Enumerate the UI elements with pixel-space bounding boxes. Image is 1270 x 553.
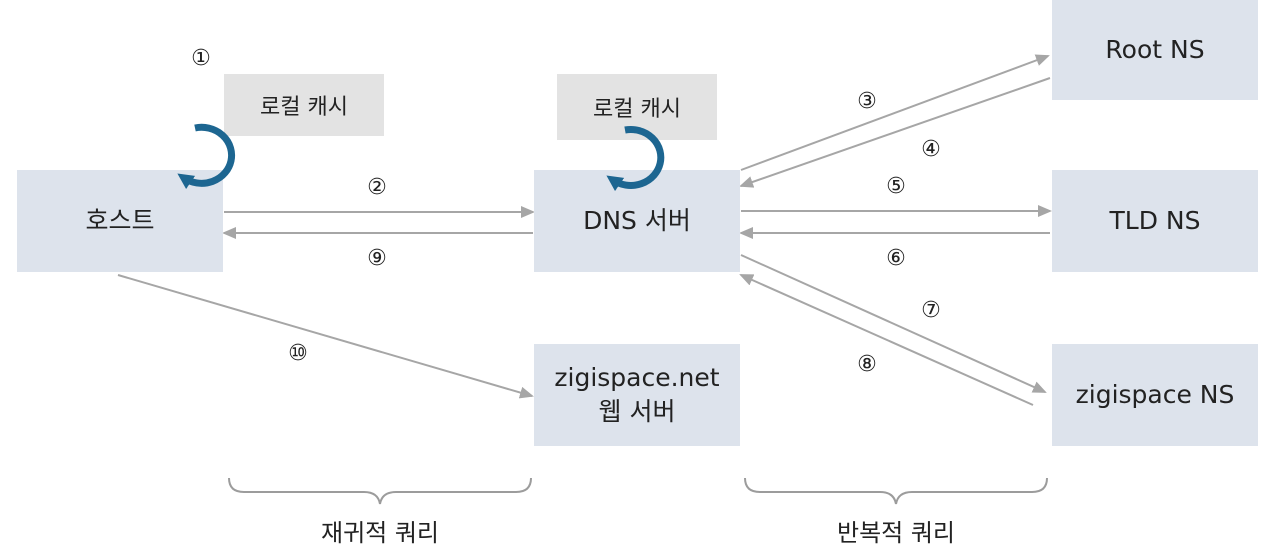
arrow-host-to-web-server	[117, 274, 534, 399]
arrow-dns-to-zigispace-ns	[740, 254, 1047, 393]
root-ns-box: Root NS	[1052, 0, 1258, 100]
tld-ns-label: TLD NS	[1109, 206, 1201, 236]
arrow-zigispace-ns-to-dns	[739, 274, 1034, 406]
step-5-label: ⑤	[886, 173, 906, 199]
arrow-dns-to-root	[740, 54, 1050, 171]
web-server-domain: zigispace.net	[554, 363, 720, 393]
step-4-label: ④	[921, 136, 941, 162]
step-7-label: ⑦	[921, 297, 941, 323]
dns-server-label: DNS 서버	[583, 206, 691, 236]
host-local-cache: 로컬 캐시	[224, 74, 384, 136]
step-6-label: ⑥	[886, 245, 906, 271]
brace-recursive	[228, 477, 532, 505]
zigispace-ns-label: zigispace NS	[1075, 380, 1235, 410]
step-1-label: ①	[191, 45, 211, 71]
host-cache-cycle-icon	[177, 123, 236, 190]
step-2-label: ②	[367, 174, 387, 200]
arrow-root-to-dns	[739, 77, 1051, 188]
zigispace-ns-box: zigispace NS	[1052, 344, 1258, 446]
step-10-label: ⑩	[288, 340, 308, 366]
tld-ns-box: TLD NS	[1052, 170, 1258, 272]
dns-cache-cycle-icon	[606, 126, 665, 192]
step-8-label: ⑧	[857, 351, 877, 377]
step-3-label: ③	[857, 88, 877, 114]
host-label: 호스트	[85, 206, 155, 236]
web-server-label: 웹 서버	[598, 397, 676, 426]
iterative-query-caption: 반복적 쿼리	[836, 519, 956, 547]
step-9-label: ⑨	[367, 245, 387, 271]
web-server-box: zigispace.net 웹 서버	[534, 344, 740, 446]
host-local-cache-label: 로컬 캐시	[260, 95, 348, 120]
recursive-query-caption: 재귀적 쿼리	[320, 519, 440, 547]
dns-local-cache-label: 로컬 캐시	[593, 97, 681, 122]
brace-iterative	[744, 477, 1048, 505]
root-ns-label: Root NS	[1105, 35, 1205, 65]
